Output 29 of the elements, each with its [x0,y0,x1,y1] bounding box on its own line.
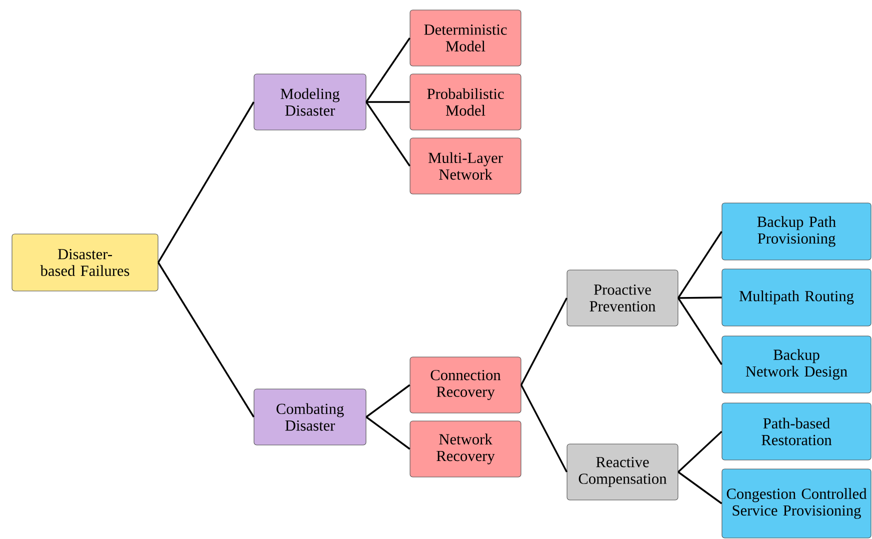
process-box: Backup Network Design [722,336,872,394]
process-box: Network Recovery [410,420,522,478]
connector-line [520,298,568,386]
process-box: Path-based Restoration [722,402,872,460]
connector-line [158,102,254,263]
connector-line [678,298,722,365]
connector-line [366,384,410,418]
connector-line [678,231,722,298]
process-box: Congestion Controlled Service Provisioning [722,468,872,538]
connector-line [366,38,410,102]
process-box: Multipath Routing [722,268,872,326]
process-box: Connection Recovery [410,356,522,414]
connector-line [158,262,254,418]
connector-line [678,471,722,504]
connector-line [366,102,410,166]
process-box: Probabilistic Model [410,74,522,130]
root-box: Disaster-based Failures [12,234,158,292]
category-box: Modeling Disaster [254,74,366,130]
connector-line [520,384,568,472]
category-box: Combating Disaster [254,388,366,446]
connector-line [366,101,410,103]
process-box: Multi-Layer Network [410,138,522,194]
connector-line [678,430,722,473]
process-box: Proactive Prevention [566,270,678,326]
process-box: Backup Path Provisioning [722,202,872,260]
process-box: Reactive Compensation [566,444,678,500]
connector-line [366,416,410,450]
process-box: Deterministic Model [410,10,522,66]
connector-line [678,296,722,299]
